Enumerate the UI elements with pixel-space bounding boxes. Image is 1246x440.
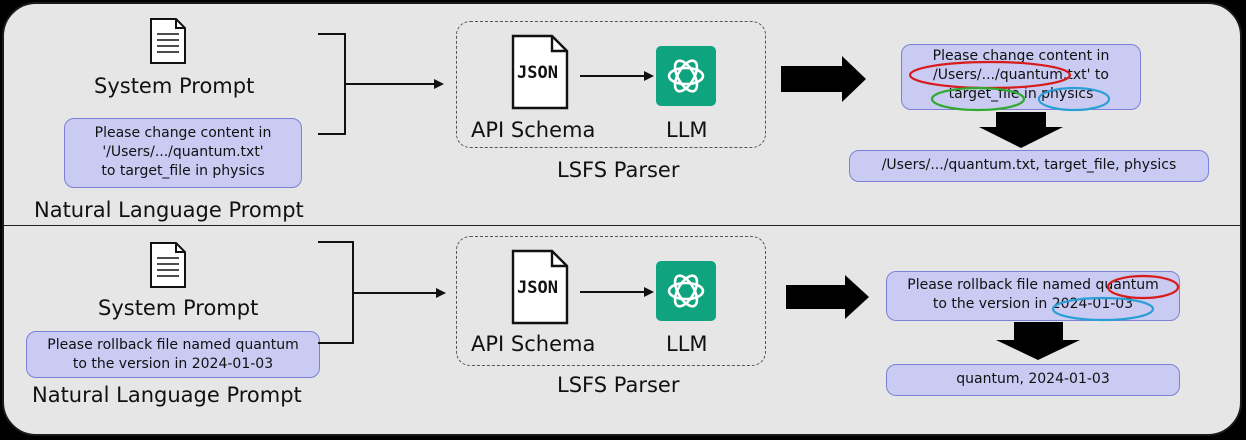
row2-blue-ellipse (1051, 296, 1155, 322)
row1-nl-prompt-label: Natural Language Prompt (34, 198, 304, 222)
row2-system-prompt-label: System Prompt (98, 296, 259, 320)
row1-annotated-line-2: /Users/.../quantum.txt' to (902, 66, 1140, 85)
row1-annotated-text: to (1090, 67, 1109, 83)
row2-red-ellipse (1106, 274, 1180, 300)
row1-result-text: /Users/.../quantum.txt, target_file, phy… (881, 157, 1177, 173)
row2-nl-prompt-label: Natural Language Prompt (32, 383, 302, 407)
row2-annotated-text: Please rollback file named (907, 277, 1096, 293)
row2-annotated-line-1: Please rollback file named quantum (887, 276, 1179, 295)
row2-result-bubble: quantum, 2024-01-03 (886, 364, 1180, 396)
row2-user-prompt-line: to the version in 2024-01-03 (72, 356, 274, 372)
row2-parser-label: LSFS Parser (557, 373, 680, 397)
row-divider (4, 225, 1242, 226)
row1-path-highlight: /Users/.../quantum.txt' (933, 67, 1091, 83)
row2-user-prompt-bubble: Please rollback file named quantum to th… (26, 331, 320, 378)
row1-green-ellipse (930, 86, 1026, 112)
row2-annotated-prompt-bubble: Please rollback file named quantum to th… (886, 271, 1180, 321)
row1-annotated-text: in (1019, 86, 1042, 102)
row1-result-bubble: /Users/.../quantum.txt, target_file, phy… (849, 150, 1209, 182)
row2-json-label: JSON (517, 278, 558, 298)
row1-api-schema-label: API Schema (471, 118, 596, 142)
row1-user-prompt-bubble: Please change content in '/Users/.../qua… (64, 118, 302, 188)
row2-llm-label: LLM (666, 332, 708, 356)
row2-annotated-text: to the version in (932, 296, 1052, 312)
row1-llm-label: LLM (666, 118, 708, 142)
row2-result-text: quantum, 2024-01-03 (956, 371, 1110, 387)
row2-user-prompt-line: Please rollback file named quantum (47, 337, 299, 353)
row2-lsfs-parser-box (456, 236, 766, 366)
row1-annotated-line-1: Please change content in (932, 48, 1110, 64)
row1-user-prompt-line: '/Users/.../quantum.txt' (102, 144, 264, 160)
row1-lsfs-parser-box (456, 21, 766, 148)
row2-down-arrow-icon (996, 322, 1080, 360)
row1-parser-label: LSFS Parser (557, 158, 680, 182)
row1-blue-ellipse (1037, 86, 1111, 112)
row1-user-prompt-line: Please change content in (94, 125, 272, 141)
row1-annotated-prompt-bubble: Please change content in /Users/.../quan… (901, 44, 1141, 110)
row1-down-arrow-icon (979, 112, 1063, 148)
row1-user-prompt-line: to target_file in physics (101, 163, 265, 179)
row1-json-label: JSON (517, 63, 558, 83)
row2-api-schema-label: API Schema (471, 332, 596, 356)
row1-system-prompt-label: System Prompt (94, 74, 255, 98)
